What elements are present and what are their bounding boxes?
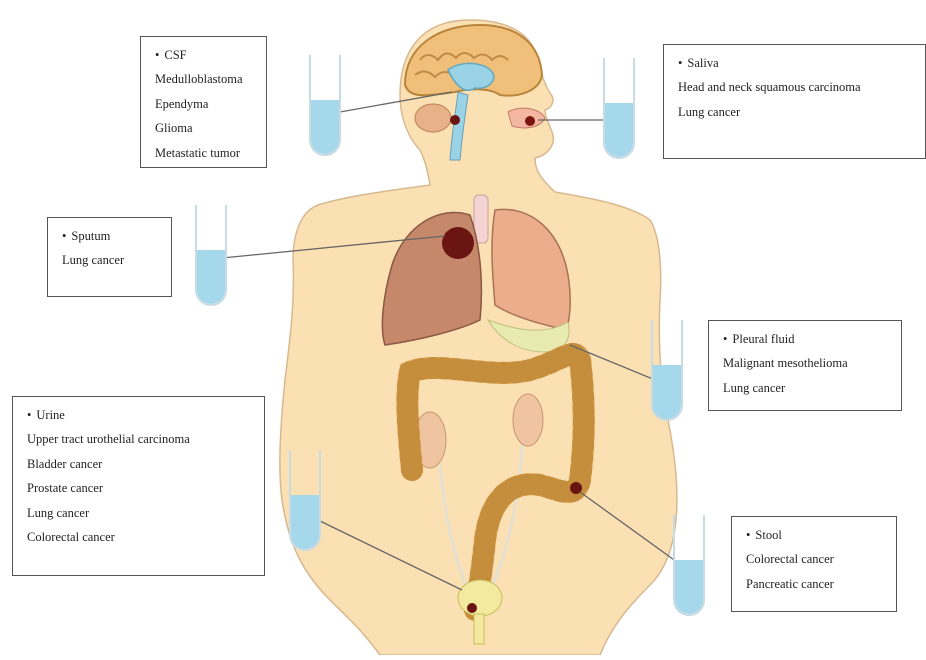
cancer-item: Pancreatic cancer: [746, 572, 886, 596]
tube-fluid: [291, 495, 319, 549]
label-box-sputum: Sputum Lung cancer: [47, 217, 172, 297]
tube-fluid: [311, 100, 339, 154]
test-tube-saliva: [604, 58, 634, 158]
test-tube-csf: [310, 55, 340, 155]
fluid-title-saliva: Saliva: [678, 51, 915, 75]
cancer-item: Malignant mesothelioma: [723, 351, 891, 375]
fluid-title-csf: CSF: [155, 43, 256, 67]
tube-fluid: [653, 365, 681, 419]
label-box-csf: CSF Medulloblastoma Ependyma Glioma Meta…: [140, 36, 267, 168]
test-tube-sputum: [196, 205, 226, 305]
cancer-item: Lung cancer: [678, 100, 915, 124]
cancer-item: Lung cancer: [723, 376, 891, 400]
bladder: [458, 580, 502, 616]
label-box-saliva: Saliva Head and neck squamous carcinoma …: [663, 44, 926, 159]
cancer-item: Bladder cancer: [27, 452, 254, 476]
fluid-title-urine: Urine: [27, 403, 254, 427]
right-kidney: [513, 394, 543, 446]
cancer-item: Medulloblastoma: [155, 67, 256, 91]
brain-tumor: [450, 115, 460, 125]
fluid-title-sputum: Sputum: [62, 224, 161, 248]
test-tube-stool: [674, 515, 704, 615]
urethra: [474, 614, 484, 644]
cancer-item: Glioma: [155, 116, 256, 140]
cancer-item: Upper tract urothelial carcinoma: [27, 427, 254, 451]
cerebellum: [415, 104, 451, 132]
cancer-item: Prostate cancer: [27, 476, 254, 500]
cancer-item: Lung cancer: [62, 248, 161, 272]
label-box-urine: Urine Upper tract urothelial carcinoma B…: [12, 396, 265, 576]
oral-tumor: [525, 116, 535, 126]
lung-tumor: [442, 227, 474, 259]
cancer-item: Ependyma: [155, 92, 256, 116]
cancer-item: Colorectal cancer: [746, 547, 886, 571]
tube-fluid: [197, 250, 225, 304]
tube-fluid: [605, 103, 633, 157]
bladder-tumor: [467, 603, 477, 613]
fluid-title-stool: Stool: [746, 523, 886, 547]
cancer-item: Metastatic tumor: [155, 141, 256, 165]
label-box-pleural-fluid: Pleural fluid Malignant mesothelioma Lun…: [708, 320, 902, 411]
fluid-title-pleural: Pleural fluid: [723, 327, 891, 351]
label-box-stool: Stool Colorectal cancer Pancreatic cance…: [731, 516, 897, 612]
tube-fluid: [675, 560, 703, 614]
cancer-item: Lung cancer: [27, 501, 254, 525]
cancer-item: Head and neck squamous carcinoma: [678, 75, 915, 99]
cancer-item: Colorectal cancer: [27, 525, 254, 549]
